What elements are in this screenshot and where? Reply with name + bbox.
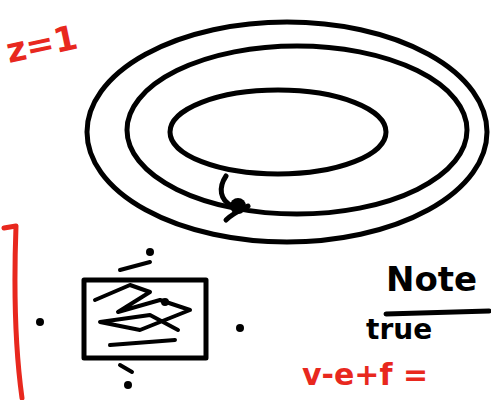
crossing-curve <box>221 176 248 220</box>
euler-formula: v-e+f = <box>302 360 428 390</box>
point-dot <box>146 248 154 256</box>
point-dot <box>124 381 132 389</box>
region-label: z=1 <box>3 20 80 68</box>
red-bracket <box>4 226 22 398</box>
point-dot <box>236 324 244 332</box>
note-text: true <box>366 316 432 344</box>
middle-loop <box>127 46 467 214</box>
vertex-dot <box>230 198 246 214</box>
note-underline <box>386 311 489 314</box>
inner-loop <box>170 90 386 174</box>
note-heading: Note <box>386 262 477 296</box>
point-dot <box>36 318 44 326</box>
point-dot <box>161 298 169 306</box>
outer-loop <box>87 22 487 242</box>
box-scribble <box>95 262 190 372</box>
